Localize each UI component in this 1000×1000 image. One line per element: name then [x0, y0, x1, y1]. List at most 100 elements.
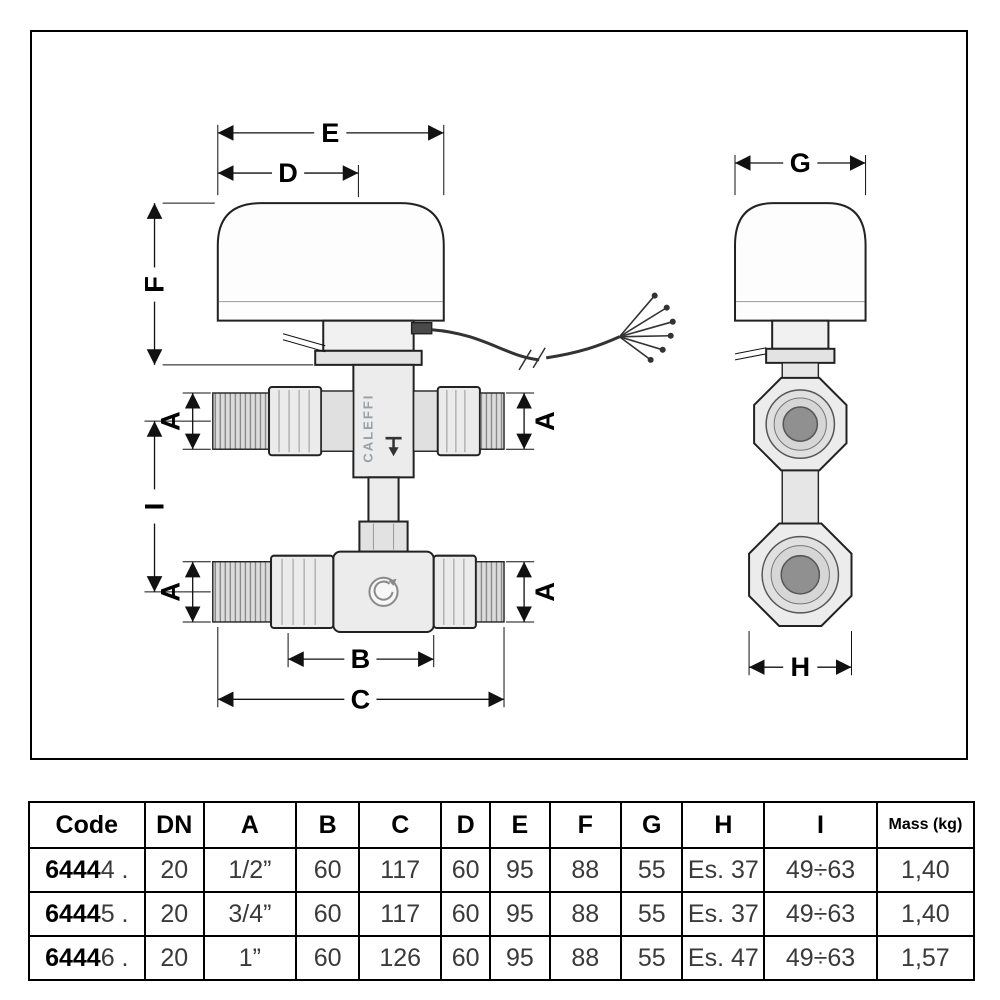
table-cell: 49÷63 [763, 891, 878, 937]
dim-label-c: C [351, 683, 371, 714]
pipe-thread-lower-left [212, 561, 272, 623]
dimension-E: E [217, 117, 445, 196]
dimension-I: I [138, 420, 211, 593]
actuator-stem [322, 319, 415, 352]
col-header-d: D [440, 801, 492, 849]
cable-gland [410, 321, 433, 335]
col-header-b: B [294, 801, 361, 849]
table-cell: 126 [358, 935, 443, 981]
dim-label-a: A [529, 411, 560, 431]
actuator-stem-side [771, 319, 830, 350]
dim-label-f: F [139, 276, 170, 293]
table-cell: 60 [294, 935, 361, 981]
table-row: 64444 . 20 1/2” 60 117 60 95 88 55 Es. 3… [28, 847, 976, 893]
col-header-e: E [489, 801, 551, 849]
dimension-A-lower-left: A [155, 561, 211, 623]
table-cell: 60 [294, 891, 361, 937]
valve-dimension-drawing: CALEFFI [138, 117, 867, 715]
caleffi-logo-icon [368, 576, 399, 607]
col-header-g: G [620, 801, 684, 849]
pipe-thread-upper-left [212, 392, 270, 450]
dimension-table: Code DN A B C D E F G H I Mass (kg) 6444… [28, 801, 976, 981]
col-header-dn: DN [143, 801, 205, 849]
table-cell: 3/4” [202, 891, 297, 937]
union-nut-upper-left [268, 385, 323, 457]
dim-label-i: I [139, 503, 170, 511]
col-header-a: A [202, 801, 297, 849]
dimension-A-upper-left: A [155, 392, 211, 450]
table-cell: 60 [294, 847, 361, 893]
table-row: 64446 . 20 1” 60 126 60 95 88 55 Es. 47 … [28, 935, 976, 981]
product-code: 64445 . [28, 891, 146, 937]
union-nut-lower-right [432, 554, 477, 630]
table-cell: 1/2” [202, 847, 297, 893]
table-cell: 95 [489, 847, 551, 893]
table-cell: Es. 47 [681, 935, 766, 981]
tailpiece-upper-right [412, 390, 439, 452]
col-header-mass: Mass (kg) [875, 801, 976, 849]
dimension-G: G [734, 147, 867, 196]
table-cell: Es. 37 [681, 891, 766, 937]
table-cell: Es. 37 [681, 847, 766, 893]
flow-arrow-icon [385, 436, 402, 457]
dim-label-b: B [351, 643, 371, 674]
table-cell: 60 [440, 891, 492, 937]
side-view: G H [734, 147, 867, 683]
union-nut-lower-left [270, 554, 335, 630]
table-cell: 55 [620, 891, 684, 937]
table-cell: 95 [489, 891, 551, 937]
dimension-A-lower-right: A [506, 561, 560, 623]
table-cell: 55 [620, 935, 684, 981]
table-cell: 20 [143, 847, 205, 893]
col-header-code: Code [28, 801, 146, 849]
dimension-C: C [217, 626, 505, 715]
table-cell: 55 [620, 847, 684, 893]
table-cell: 117 [358, 891, 443, 937]
pipe-thread-lower-right [475, 561, 505, 623]
dim-label-h: H [791, 651, 811, 682]
brand-text: CALEFFI [360, 394, 375, 463]
dimension-D: D [217, 157, 359, 198]
col-header-i: I [763, 801, 878, 849]
table-cell: 88 [548, 891, 623, 937]
dim-label-e: E [321, 117, 339, 148]
dim-label-a: A [155, 411, 186, 431]
table-cell: 20 [143, 935, 205, 981]
table-cell: 88 [548, 935, 623, 981]
table-cell: 49÷63 [763, 847, 878, 893]
table-cell: 1” [202, 935, 297, 981]
front-view: CALEFFI [138, 117, 676, 715]
table-cell: 1,40 [875, 891, 976, 937]
table-row: 64445 . 20 3/4” 60 117 60 95 88 55 Es. 3… [28, 891, 976, 937]
dimension-B: B [287, 633, 435, 675]
table-cell: 1,57 [875, 935, 976, 981]
mounting-plate-side [765, 347, 836, 364]
actuator-front [216, 202, 445, 322]
technical-drawing-panel: CALEFFI [30, 30, 968, 760]
pipe-thread-upper-right [479, 392, 505, 450]
mounting-plate [314, 349, 423, 366]
table-cell: 95 [489, 935, 551, 981]
hex-nut [358, 520, 409, 553]
table-cell: 117 [358, 847, 443, 893]
dimension-F: F [138, 202, 314, 366]
dim-label-g: G [790, 147, 811, 178]
table-cell: 88 [548, 847, 623, 893]
table-cell: 20 [143, 891, 205, 937]
valve-end-upper-side [753, 376, 848, 472]
col-header-c: C [358, 801, 443, 849]
table-cell: 60 [440, 935, 492, 981]
valve-end-lower-side [748, 522, 853, 627]
union-nut-upper-right [436, 385, 481, 457]
dimension-A-upper-right: A [506, 392, 560, 450]
tailpiece-upper-left [320, 390, 355, 452]
cable-wires [618, 295, 673, 361]
table-header-row: Code DN A B C D E F G H I Mass (kg) [28, 801, 976, 849]
valve-neck [367, 476, 400, 523]
table-cell: 1,40 [875, 847, 976, 893]
col-header-h: H [681, 801, 766, 849]
col-header-f: F [548, 801, 623, 849]
dim-label-a: A [529, 582, 560, 602]
table-cell: 49÷63 [763, 935, 878, 981]
